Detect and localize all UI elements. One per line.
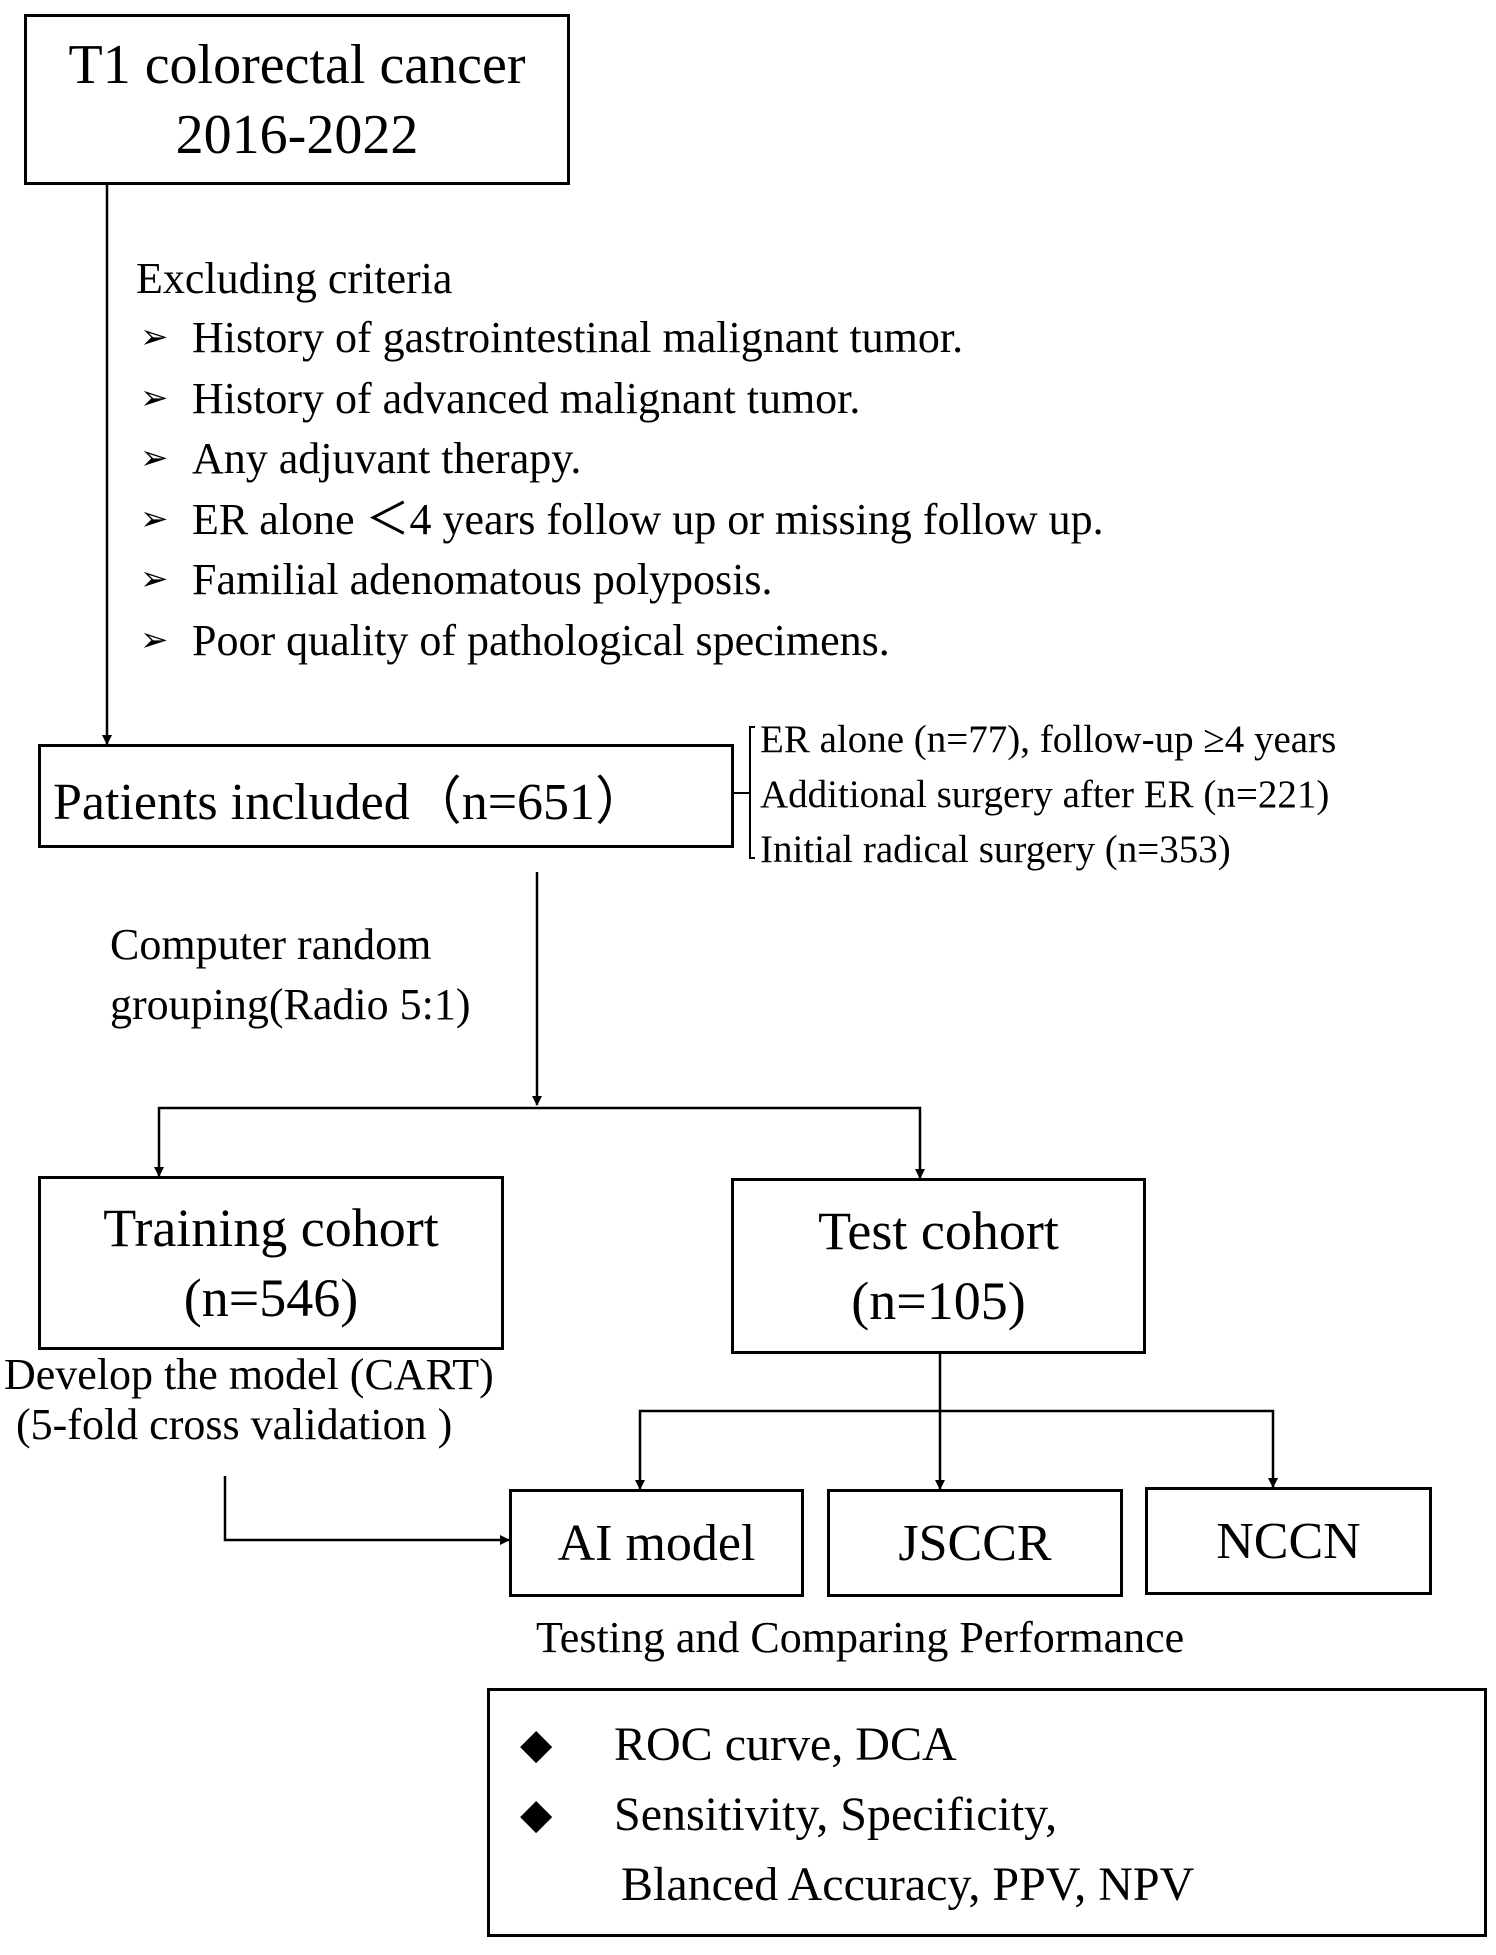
exclusion-item: ➢Poor quality of pathological specimens. <box>140 611 1104 672</box>
exclusion-list: ➢History of gastrointestinal malignant t… <box>140 308 1104 671</box>
grouping-line1: Computer random <box>110 920 432 969</box>
arrow-bullet-icon: ➢ <box>140 440 169 477</box>
diamond-bullet-icon: ◆ <box>520 1722 553 1768</box>
patients-included-box: Patients included（n=651） <box>38 744 734 848</box>
exclusion-item: ➢History of advanced malignant tumor. <box>140 369 1104 430</box>
training-line1: Training cohort <box>103 1198 439 1258</box>
develop-line1: Develop the model (CART) <box>4 1350 494 1399</box>
patients-included-label: Patients included（n=651） <box>53 773 648 831</box>
exclusion-item: ➢Any adjuvant therapy. <box>140 429 1104 490</box>
arrow-bullet-icon: ➢ <box>140 561 169 598</box>
metric-item: ◆ Sensitivity, Specificity, <box>520 1780 1194 1850</box>
exclusion-title: Excluding criteria <box>136 254 453 303</box>
grouping-line2: grouping(Radio 5:1) <box>110 980 471 1029</box>
arrow-bullet-icon: ➢ <box>140 621 169 659</box>
split-to-training <box>154 1106 537 1177</box>
exclusion-item: ➢History of gastrointestinal malignant t… <box>140 308 1104 369</box>
metrics-box <box>487 1688 1487 1937</box>
arrow-bullet-icon: ➢ <box>140 319 169 356</box>
arrow-to-nccn <box>940 1409 1278 1488</box>
start-box: T1 colorectal cancer 2016-2022 <box>24 14 570 185</box>
test-cohort-box: Test cohort (n=105) <box>731 1178 1146 1354</box>
metric-item: ◆ ROC curve, DCA <box>520 1710 1194 1780</box>
jsccr-label: JSCCR <box>898 1514 1052 1572</box>
subgroup-item: ER alone (n=77), follow-up ≥4 years <box>760 718 1337 761</box>
arrow-develop-to-ai-model <box>223 1476 510 1545</box>
subgroup-list: ER alone (n=77), follow-up ≥4 years Addi… <box>760 712 1336 877</box>
start-line1: T1 colorectal cancer <box>68 33 526 96</box>
ai-model-box: AI model <box>509 1489 804 1597</box>
diamond-bullet-icon: ◆ <box>520 1792 553 1838</box>
training-line2: (n=546) <box>183 1268 359 1328</box>
test-line1: Test cohort <box>818 1201 1059 1261</box>
subgroup-item: Initial radical surgery (n=353) <box>760 828 1231 871</box>
arrow-bullet-icon: ➢ <box>140 379 169 417</box>
metrics-list: ◆ ROC curve, DCA ◆ Sensitivity, Specific… <box>520 1710 1194 1920</box>
arrow-bullet-icon: ➢ <box>140 500 169 538</box>
ai-model-label: AI model <box>557 1514 756 1572</box>
start-line2: 2016-2022 <box>175 103 419 166</box>
split-to-test <box>537 1106 925 1179</box>
arrow-to-ai-model <box>635 1409 940 1490</box>
subgroup-bracket <box>749 726 755 859</box>
training-cohort-box: Training cohort (n=546) <box>38 1176 504 1350</box>
jsccr-box: JSCCR <box>827 1489 1123 1597</box>
metric-item-continued: Blanced Accuracy, PPV, NPV <box>621 1858 1195 1911</box>
subgroup-item: Additional surgery after ER (n=221) <box>760 773 1330 816</box>
test-line2: (n=105) <box>851 1271 1026 1331</box>
exclusion-item: ➢ER alone ＜4 years follow up or missing … <box>140 490 1104 551</box>
comparing-label: Testing and Comparing Performance <box>536 1613 1185 1662</box>
nccn-box: NCCN <box>1145 1487 1432 1595</box>
develop-line2: (5-fold cross validation ) <box>16 1400 453 1449</box>
exclusion-item: ➢Familial adenomatous polyposis. <box>140 550 1104 611</box>
nccn-label: NCCN <box>1216 1512 1361 1570</box>
